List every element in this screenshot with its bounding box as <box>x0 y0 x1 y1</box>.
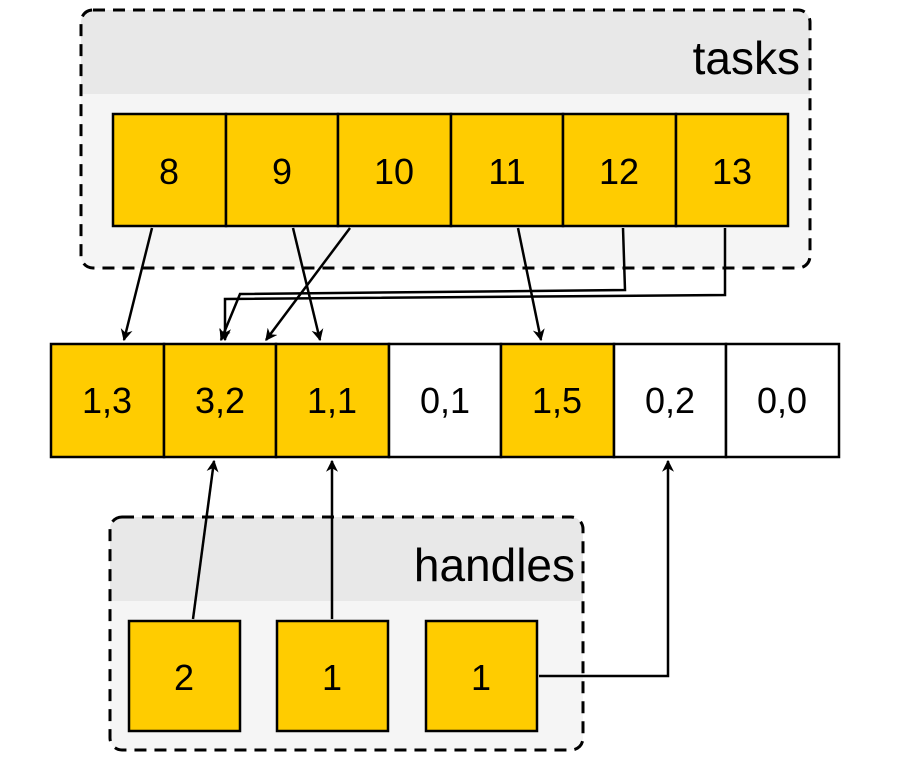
slot-cell: 0,1 <box>387 342 503 459</box>
task-cell-box <box>674 112 790 228</box>
handle-cell: 2 <box>127 619 242 733</box>
task-array: 8 9 10 11 12 13 <box>111 112 790 228</box>
slot-cell: 3,2 <box>162 342 278 459</box>
slot-cell-box <box>387 342 503 459</box>
arrow-handle-3 <box>539 459 674 678</box>
slot-cell: 0,0 <box>724 342 841 459</box>
arrow-task-13 <box>219 228 727 342</box>
task-cell: 11 <box>449 112 565 228</box>
tasks-title: tasks <box>693 32 800 84</box>
task-to-slot-arrows <box>120 227 727 342</box>
task-cell: 10 <box>336 112 453 228</box>
task-cell-label: 9 <box>272 151 292 192</box>
arrow-task-11 <box>516 227 545 342</box>
slot-cell-label: 1,3 <box>82 380 132 421</box>
task-cell-label: 13 <box>712 151 752 192</box>
handles-title: handles <box>414 539 575 591</box>
slot-cell-label: 0,0 <box>757 380 807 421</box>
slot-cell: 0,2 <box>612 342 728 459</box>
slot-cell-label: 3,2 <box>195 380 245 421</box>
task-cell-label: 12 <box>599 151 639 192</box>
handle-cell-box <box>127 619 242 733</box>
handle-cell-label: 2 <box>174 657 194 698</box>
task-cell-label: 11 <box>488 151 525 192</box>
task-cell-box <box>224 112 340 228</box>
task-cell-box <box>336 112 453 228</box>
handle-cell-label: 1 <box>322 657 342 698</box>
slot-cell-box <box>162 342 278 459</box>
task-cell-box <box>111 112 228 228</box>
handle-array: 2 1 1 <box>127 619 539 733</box>
slot-array: 1,3 3,2 1,1 0,1 1,5 0,2 0,0 <box>49 342 841 459</box>
task-cell-label: 10 <box>374 151 414 192</box>
handle-cell-box <box>424 619 539 733</box>
task-cell: 9 <box>224 112 340 228</box>
handle-cell: 1 <box>275 619 390 733</box>
slot-cell: 1,3 <box>49 342 166 459</box>
slot-cell: 1,1 <box>274 342 391 459</box>
handle-cell-box <box>275 619 390 733</box>
arrow-task-8 <box>120 227 154 342</box>
slot-cell-box <box>724 342 841 459</box>
slot-cell: 1,5 <box>499 342 616 459</box>
slot-cell-label: 0,1 <box>420 380 470 421</box>
handle-to-slot-arrows <box>191 459 674 678</box>
handle-cell: 1 <box>424 619 539 733</box>
task-cell-label: 8 <box>159 151 179 192</box>
handles-group-border <box>108 515 585 752</box>
slot-cell-label: 0,2 <box>645 380 695 421</box>
slot-cell-label: 1,5 <box>532 380 582 421</box>
slot-cell-label: 1,1 <box>307 380 357 421</box>
tasks-group-border <box>79 8 812 270</box>
arrow-task-12 <box>219 227 627 342</box>
task-cell: 13 <box>674 112 790 228</box>
task-cell: 12 <box>561 112 678 228</box>
arrow-task-10 <box>265 227 351 341</box>
task-cell: 8 <box>111 112 228 228</box>
slot-cell-box <box>499 342 616 459</box>
arrow-handle-1 <box>191 459 219 620</box>
handle-cell-label: 1 <box>471 657 491 698</box>
